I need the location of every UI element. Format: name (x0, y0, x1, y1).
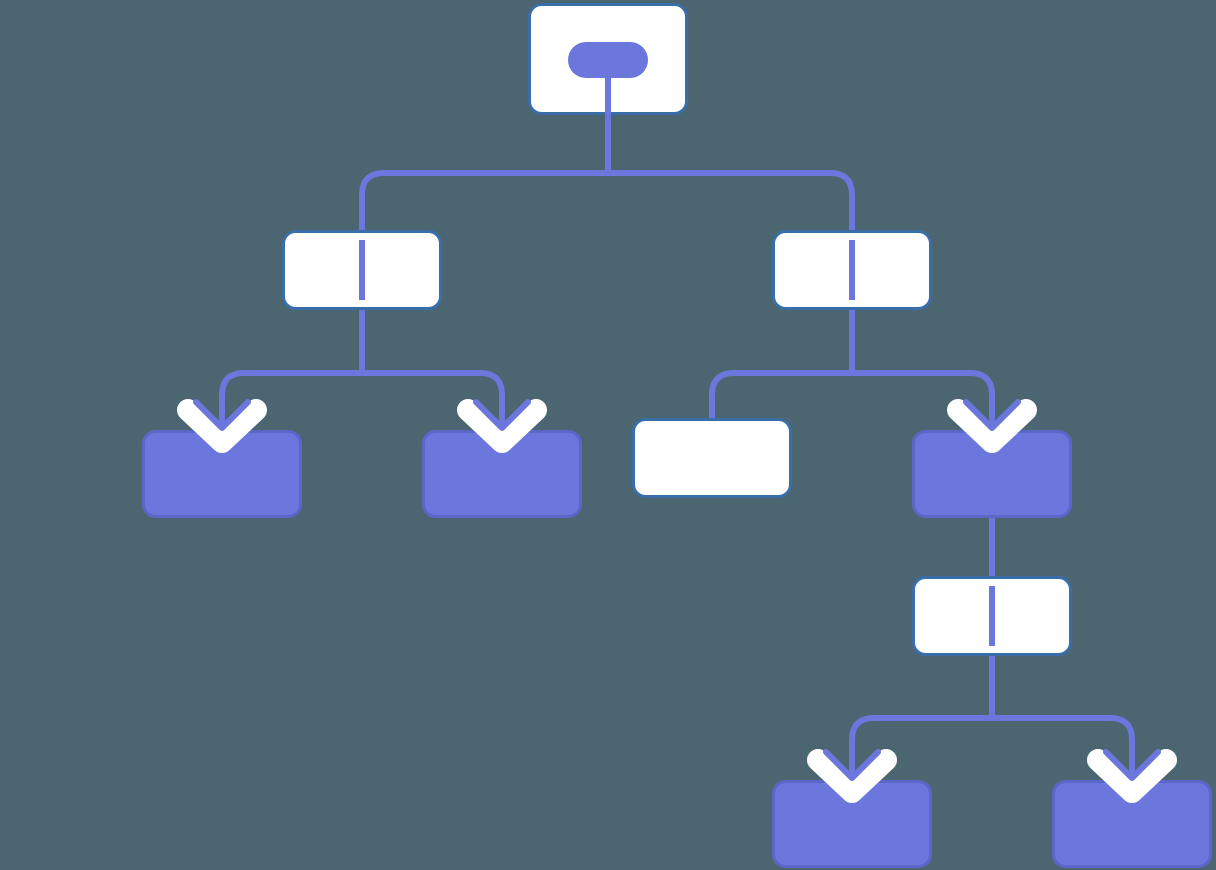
chevron-down-icon (177, 399, 267, 453)
node-n5[interactable] (632, 418, 792, 498)
chevron-down-icon (807, 749, 897, 803)
edge-e1-4 (359, 310, 505, 440)
chevron-down-icon (457, 399, 547, 453)
arrow-marker-m6 (947, 399, 1037, 453)
arrow-marker-m3 (177, 399, 267, 453)
arrow-marker-m9 (1087, 749, 1177, 803)
arrow-head-icon (963, 399, 1021, 431)
node-layer (142, 3, 1212, 868)
chevron-down-icon (947, 399, 1037, 453)
edge-e1-3 (219, 310, 365, 440)
edge-e0-1 (359, 115, 611, 230)
arrow-head-icon (473, 399, 531, 431)
inner-line-layer (359, 240, 995, 646)
arrow-head-icon (1103, 749, 1161, 781)
arrow-head-icon (193, 399, 251, 431)
node-pill-n0 (568, 42, 648, 78)
edge-e2-6 (849, 310, 995, 440)
arrow-marker-m4 (457, 399, 547, 453)
arrow-head-icon (823, 749, 881, 781)
edge-e0-2 (605, 115, 855, 230)
edge-e7-9 (989, 656, 1135, 790)
chevron-down-icon (1087, 749, 1177, 803)
edge-e7-8 (849, 656, 995, 790)
edge-layer (219, 115, 1135, 790)
edge-e2-5 (709, 310, 855, 420)
arrow-marker-m8 (807, 749, 897, 803)
marker-layer (177, 399, 1177, 803)
